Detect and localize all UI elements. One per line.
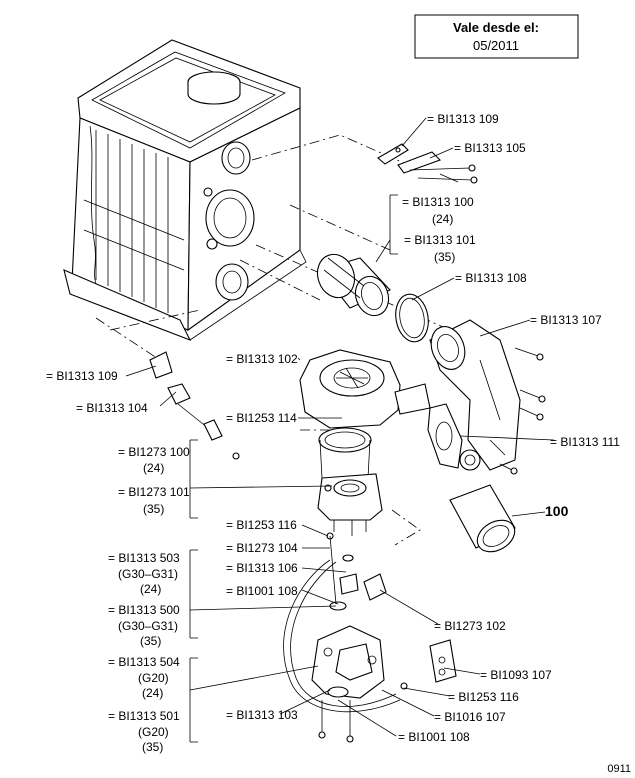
label-bi1313-504-sub1: (G20) — [138, 671, 169, 685]
label-bi1313-501-sub2: (35) — [142, 740, 163, 754]
label-bi1313-108: = BI1313 108 — [455, 271, 527, 285]
label-bi1313-111: = BI1313 111 — [550, 435, 620, 449]
seal-ring-108 — [395, 293, 429, 343]
label-bi1001-108-b: = BI1001 108 — [398, 730, 470, 744]
screws-right — [499, 347, 546, 475]
label-bi1313-105: = BI1313 105 — [454, 141, 526, 155]
gas-valve-103 — [311, 625, 385, 743]
heat-exchanger-body — [63, 39, 307, 342]
venturi-tube — [316, 253, 391, 317]
label-bi1313-106: = BI1313 106 — [226, 561, 298, 575]
validity-line2: 05/2011 — [473, 38, 519, 53]
gas-hose — [283, 559, 401, 713]
label-bi1313-107: = BI1313 107 — [530, 313, 602, 327]
label-bi1313-500: = BI1313 500 — [108, 603, 180, 617]
drawing-code: 0911 — [607, 763, 631, 775]
air-filter-100 — [449, 484, 516, 553]
label-bi1093-107: = BI1093 107 — [480, 668, 552, 682]
label-bi1273-100-sub: (24) — [143, 461, 164, 475]
label-bi1313-504-sub2: (24) — [142, 686, 163, 700]
label-bi1273-102: = BI1273 102 — [434, 619, 506, 633]
validity-line1: Vale desde el: — [453, 20, 539, 35]
label-bi1001-108-a: = BI1001 108 — [226, 584, 298, 598]
label-bi1313-109-left: = BI1313 109 — [46, 369, 118, 383]
seal-ring-114 — [318, 427, 372, 479]
label-bi1313-503-sub2: (24) — [140, 582, 161, 596]
air-duct-107 — [429, 319, 521, 471]
mixer-273-100 — [317, 473, 383, 536]
label-bi1313-503-sub1: (G30–G31) — [118, 567, 178, 581]
label-bi1313-501: = BI1313 501 — [108, 709, 180, 723]
label-bi1273-100: = BI1273 100 — [118, 445, 190, 459]
label-bi1273-101: = BI1273 101 — [118, 485, 190, 499]
gasket-111 — [427, 403, 463, 469]
label-bi1313-100-sub: (24) — [432, 212, 453, 226]
label-bi1313-101-sub: (35) — [434, 250, 455, 264]
label-bi1313-100: = BI1313 100 — [402, 195, 474, 209]
part-labels: = BI1313 109 = BI1313 105 = BI1313 100 (… — [46, 112, 620, 754]
validity-box: Vale desde el: 05/2011 — [414, 14, 579, 59]
leader-lines — [125, 117, 555, 743]
label-bi1313-104: = BI1313 104 — [76, 401, 148, 415]
label-bi1313-504: = BI1313 504 — [108, 655, 180, 669]
label-bi1313-102: = BI1313 102 — [226, 352, 298, 366]
label-bi1313-109-top: = BI1313 109 — [427, 112, 499, 126]
label-bi1313-500-sub2: (35) — [140, 634, 161, 648]
fan-102 — [299, 349, 431, 429]
label-bi1313-501-sub1: (G20) — [138, 725, 169, 739]
label-bi1273-104: = BI1273 104 — [226, 541, 298, 555]
label-bi1253-116-a: = BI1253 116 — [226, 518, 297, 532]
label-bi1313-500-sub1: (G30–G31) — [118, 619, 178, 633]
label-bi1313-103: = BI1313 103 — [226, 708, 298, 722]
bracket-parts-top — [377, 143, 478, 184]
label-bi1016-107: = BI1016 107 — [434, 710, 506, 724]
label-bi1253-116-b: = BI1253 116 — [448, 690, 519, 704]
label-bi1313-101: = BI1313 101 — [404, 233, 476, 247]
sensor-1093-107 — [400, 639, 457, 690]
small-parts — [326, 532, 387, 611]
label-bi1273-101-sub: (35) — [143, 502, 164, 516]
callout-100: 100 — [545, 503, 569, 519]
label-bi1253-114: = BI1253 114 — [226, 411, 297, 425]
label-bi1313-503: = BI1313 503 — [108, 551, 180, 565]
left-bracket-parts — [149, 351, 240, 460]
